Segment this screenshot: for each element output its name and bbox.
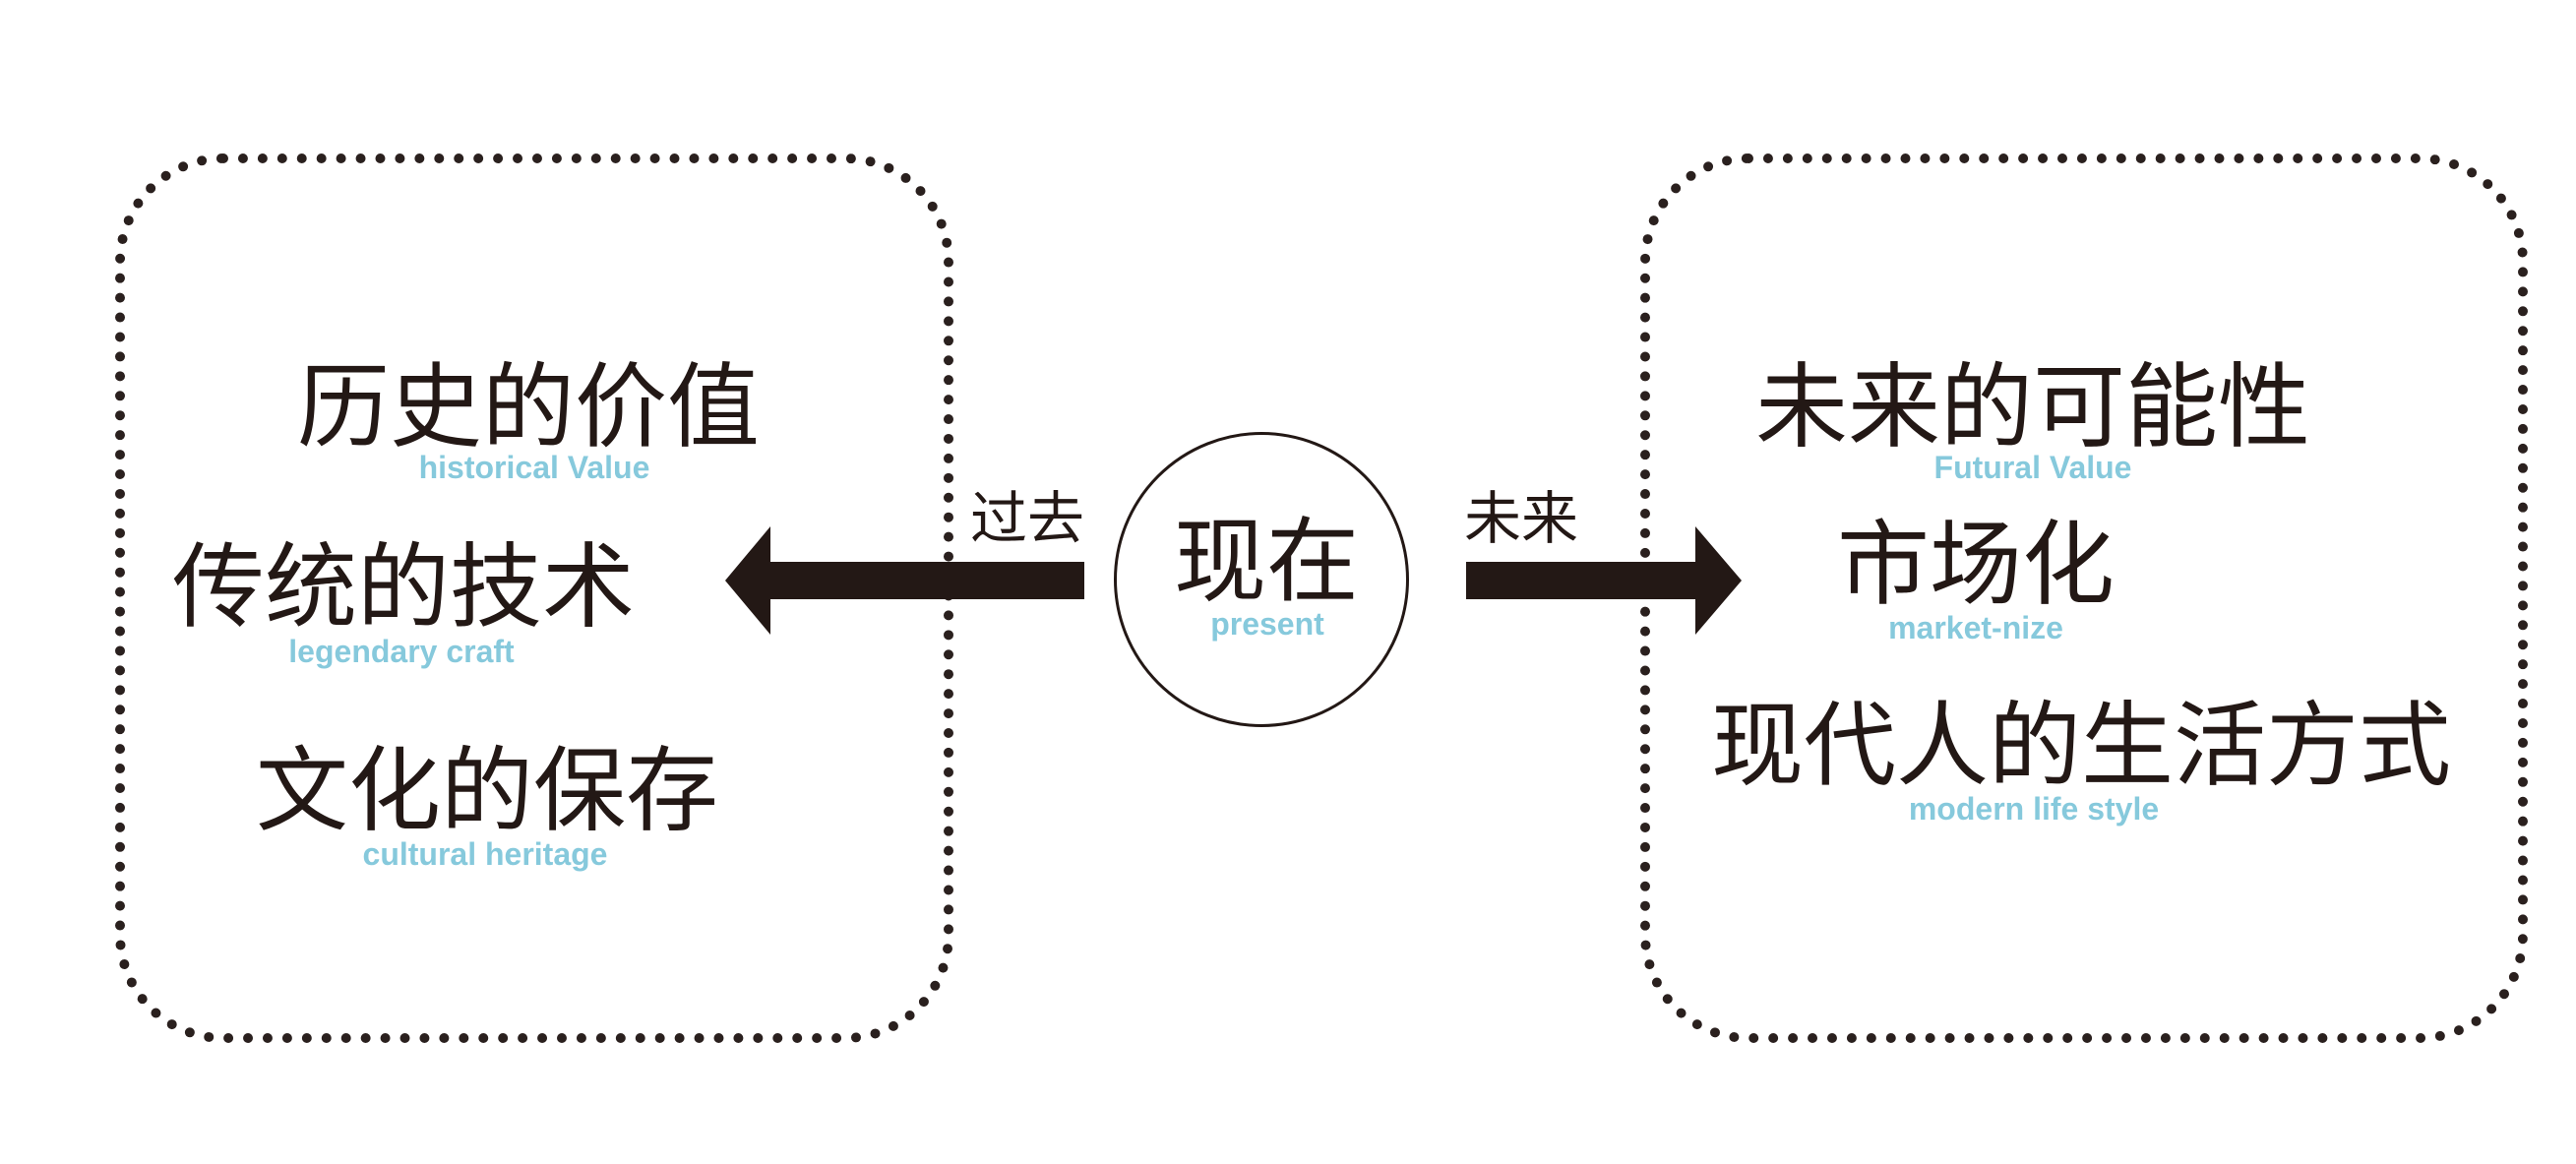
present-zh: 现在: [1173, 509, 1360, 616]
past-item-2-zh: 传统的技术: [171, 534, 636, 642]
past-item-3-zh: 文化的保存: [255, 738, 719, 845]
future-item-1-en: Futural Value: [1933, 450, 2132, 485]
future-item-2-zh: 市场化: [1836, 512, 2116, 619]
past-item-1-en: historical Value: [418, 450, 650, 485]
future-label: 未来: [1464, 485, 1579, 552]
future-item-3-en: modern life style: [1908, 791, 2160, 827]
future-item-2-en: market-nize: [1888, 610, 2063, 645]
present-en: present: [1210, 606, 1324, 642]
future-item-3-zh: 现代人的生活方式: [1710, 693, 2452, 800]
present-circle: [1114, 432, 1409, 727]
future-item-1-zh: 未来的可能性: [1754, 354, 2311, 461]
past-item-1-zh: 历史的价值: [296, 354, 761, 461]
past-item-2-en: legendary craft: [288, 634, 515, 669]
past-label: 过去: [970, 485, 1085, 552]
past-item-3-en: cultural heritage: [362, 836, 608, 872]
